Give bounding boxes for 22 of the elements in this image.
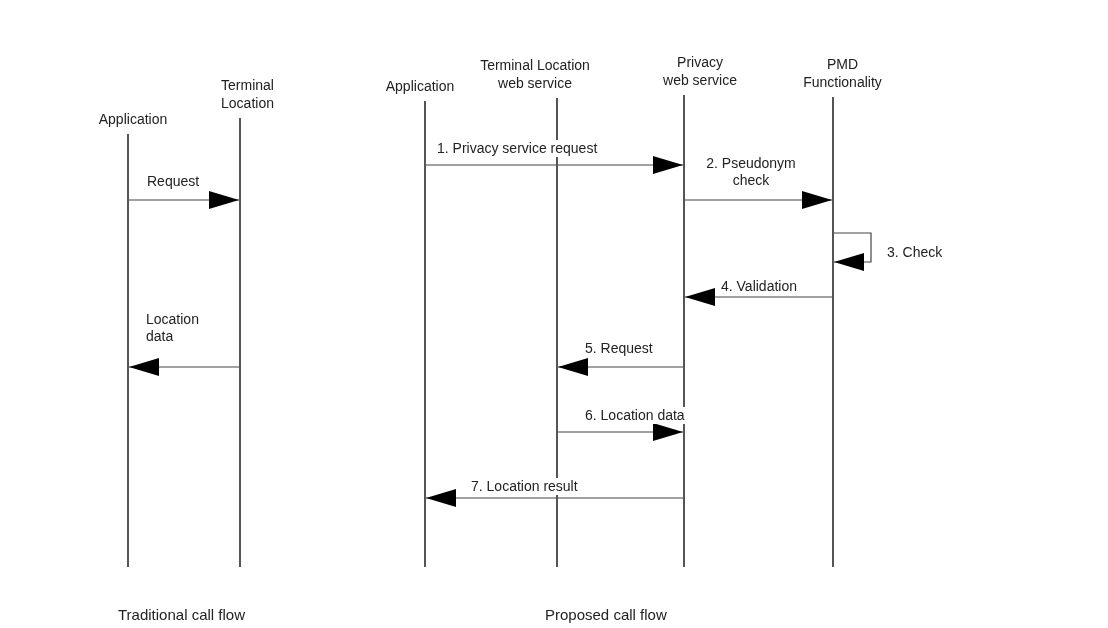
participant-label: Terminal Location bbox=[220, 76, 275, 112]
flow-caption: Proposed call flow bbox=[545, 606, 667, 623]
message-arrow bbox=[425, 156, 684, 174]
message-arrow bbox=[128, 358, 240, 376]
message-arrow bbox=[684, 191, 833, 209]
message-arrow bbox=[425, 489, 684, 507]
message-arrow bbox=[128, 191, 240, 209]
flow-caption: Traditional call flow bbox=[118, 606, 245, 623]
message-label: Request bbox=[146, 173, 201, 190]
message-arrow bbox=[684, 288, 833, 306]
message-arrow bbox=[557, 423, 684, 441]
message-arrow bbox=[557, 358, 684, 376]
participant-label: Application bbox=[97, 110, 169, 128]
participant-label: Application bbox=[384, 77, 456, 95]
message-label: 6. Location data bbox=[584, 407, 686, 424]
participant-label: PMD Functionality bbox=[802, 55, 883, 91]
message-label: 7. Location result bbox=[470, 478, 579, 495]
participant-label: Privacy web service bbox=[662, 53, 738, 89]
message-label: 5. Request bbox=[584, 340, 654, 357]
participant-label: Terminal Location web service bbox=[479, 56, 591, 92]
self-message-arrow bbox=[833, 232, 872, 271]
message-label: 1. Privacy service request bbox=[436, 140, 599, 157]
